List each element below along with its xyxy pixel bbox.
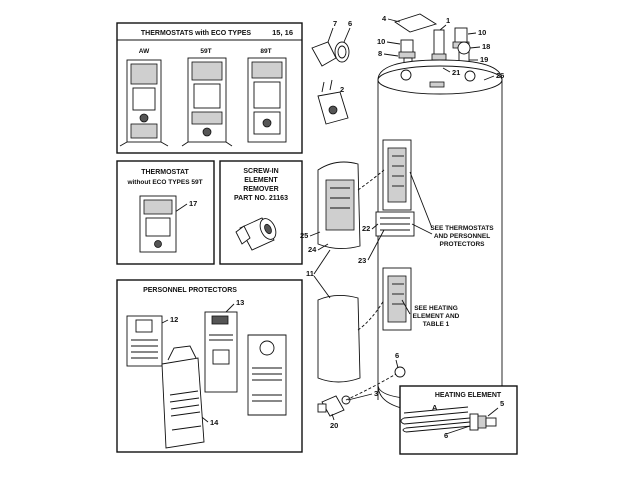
part-number-labels: 7 6 2 4 10 8 1 10 18 19 21 26 25 24 22 2… — [300, 14, 504, 430]
callout-see-heating: SEE HEATING ELEMENT AND TABLE 1 — [401, 299, 460, 328]
part-ref-7: 7 — [333, 19, 337, 28]
type-label-89t: 89T — [260, 48, 271, 55]
panel-element-remover: SCREW-IN ELEMENT REMOVER PART NO. 21163 — [219, 160, 303, 265]
part-ref-20: 20 — [330, 421, 338, 430]
top-parts — [311, 13, 471, 125]
water-heater-tank — [375, 59, 503, 413]
panel-protectors-title: PERSONNEL PROTECTORS — [143, 287, 237, 294]
part-ref-10-right: 10 — [478, 28, 486, 37]
element-remover-tool-drawing — [235, 217, 277, 251]
part-ref-4: 4 — [382, 14, 387, 23]
part-ref-1: 1 — [446, 16, 450, 25]
part-ref-12: 12 — [170, 315, 178, 324]
thermostat-59t-drawing — [181, 57, 233, 147]
part-ref-14: 14 — [210, 418, 219, 427]
panel-thermostat-no-eco-title-2: without ECO TYPES 59T — [126, 179, 202, 186]
part-ref-24: 24 — [308, 245, 317, 254]
part-ref-3: 3 — [374, 389, 378, 398]
drain-valve-20-drawing — [317, 395, 351, 417]
part-ref-21: 21 — [452, 68, 460, 77]
panel-personnel-protectors: PERSONNEL PROTECTORS 12 13 14 — [116, 279, 303, 453]
panel-thermostats-eco-ref: 15, 16 — [272, 28, 293, 37]
access-door-upper — [317, 161, 361, 249]
part-ref-26: 26 — [496, 71, 504, 80]
part-ref-6-element: 6 — [444, 431, 448, 440]
part-ref-19: 19 — [480, 55, 488, 64]
callout-thermostats-line-2: AND PERSONNEL — [434, 233, 490, 240]
callout-thermostats-line-1: SEE THERMOSTATS — [430, 225, 494, 232]
bracket-2-drawing — [317, 79, 349, 125]
thermostat-aw-drawing — [119, 59, 169, 147]
protector-back-drawing — [247, 334, 287, 416]
cover-plate-4 — [393, 13, 438, 33]
type-label-59t: 59T — [200, 48, 211, 55]
part-ref-5: 5 — [500, 399, 504, 408]
heating-element-drawing — [400, 406, 499, 435]
heating-element-dimension-a: A — [432, 403, 438, 412]
panel-thermostats-eco-title: THERMOSTATS with ECO TYPES — [141, 30, 252, 37]
part-ref-11: 11 — [306, 269, 314, 278]
remover-line-2: ELEMENT — [244, 177, 278, 184]
callout-heating-line-1: SEE HEATING — [414, 305, 458, 312]
part-ref-2: 2 — [340, 85, 344, 94]
thermostat-17-drawing — [139, 195, 177, 253]
remover-line-3: REMOVER — [243, 186, 278, 193]
part-ref-25: 25 — [300, 231, 308, 240]
part-ref-6: 6 — [348, 19, 352, 28]
type-label-aw: AW — [139, 48, 150, 55]
panel-thermostats-with-eco: THERMOSTATS with ECO TYPES 15, 16 AW 59T… — [116, 22, 303, 154]
callout-heating-line-3: TABLE 1 — [423, 321, 450, 328]
part-ref-8: 8 — [378, 49, 382, 58]
panel-thermostat-without-eco: THERMOSTAT without ECO TYPES 59T 17 — [116, 160, 215, 265]
part-ref-6-lower: 6 — [395, 351, 399, 360]
callout-see-thermostats: SEE THERMOSTATS AND PERSONNEL PROTECTORS — [409, 171, 494, 248]
part-ref-22: 22 — [362, 224, 370, 233]
protector-12-drawing — [126, 315, 163, 367]
part-ref-10-left: 10 — [377, 37, 385, 46]
callout-heating-line-2: ELEMENT AND — [413, 313, 460, 320]
panel-thermostat-no-eco-title-1: THERMOSTAT — [141, 169, 189, 176]
access-door-lower — [317, 295, 361, 383]
panel-heating-element: HEATING ELEMENT A 5 6 — [399, 385, 518, 455]
part-ref-17: 17 — [189, 199, 197, 208]
fitting-7-drawing — [311, 41, 350, 67]
thermostat-89t-drawing — [247, 57, 287, 143]
callout-thermostats-line-3: PROTECTORS — [439, 241, 485, 248]
protector-14-drawing — [161, 345, 205, 449]
part-ref-13: 13 — [236, 298, 244, 307]
part-ref-23: 23 — [358, 256, 366, 265]
remover-line-1: SCREW-IN — [243, 168, 278, 175]
remover-part-number: PART NO. 21163 — [234, 195, 288, 202]
protector-13-drawing — [204, 311, 238, 393]
part-ref-18: 18 — [482, 42, 490, 51]
panel-heating-element-title: HEATING ELEMENT — [435, 392, 502, 399]
